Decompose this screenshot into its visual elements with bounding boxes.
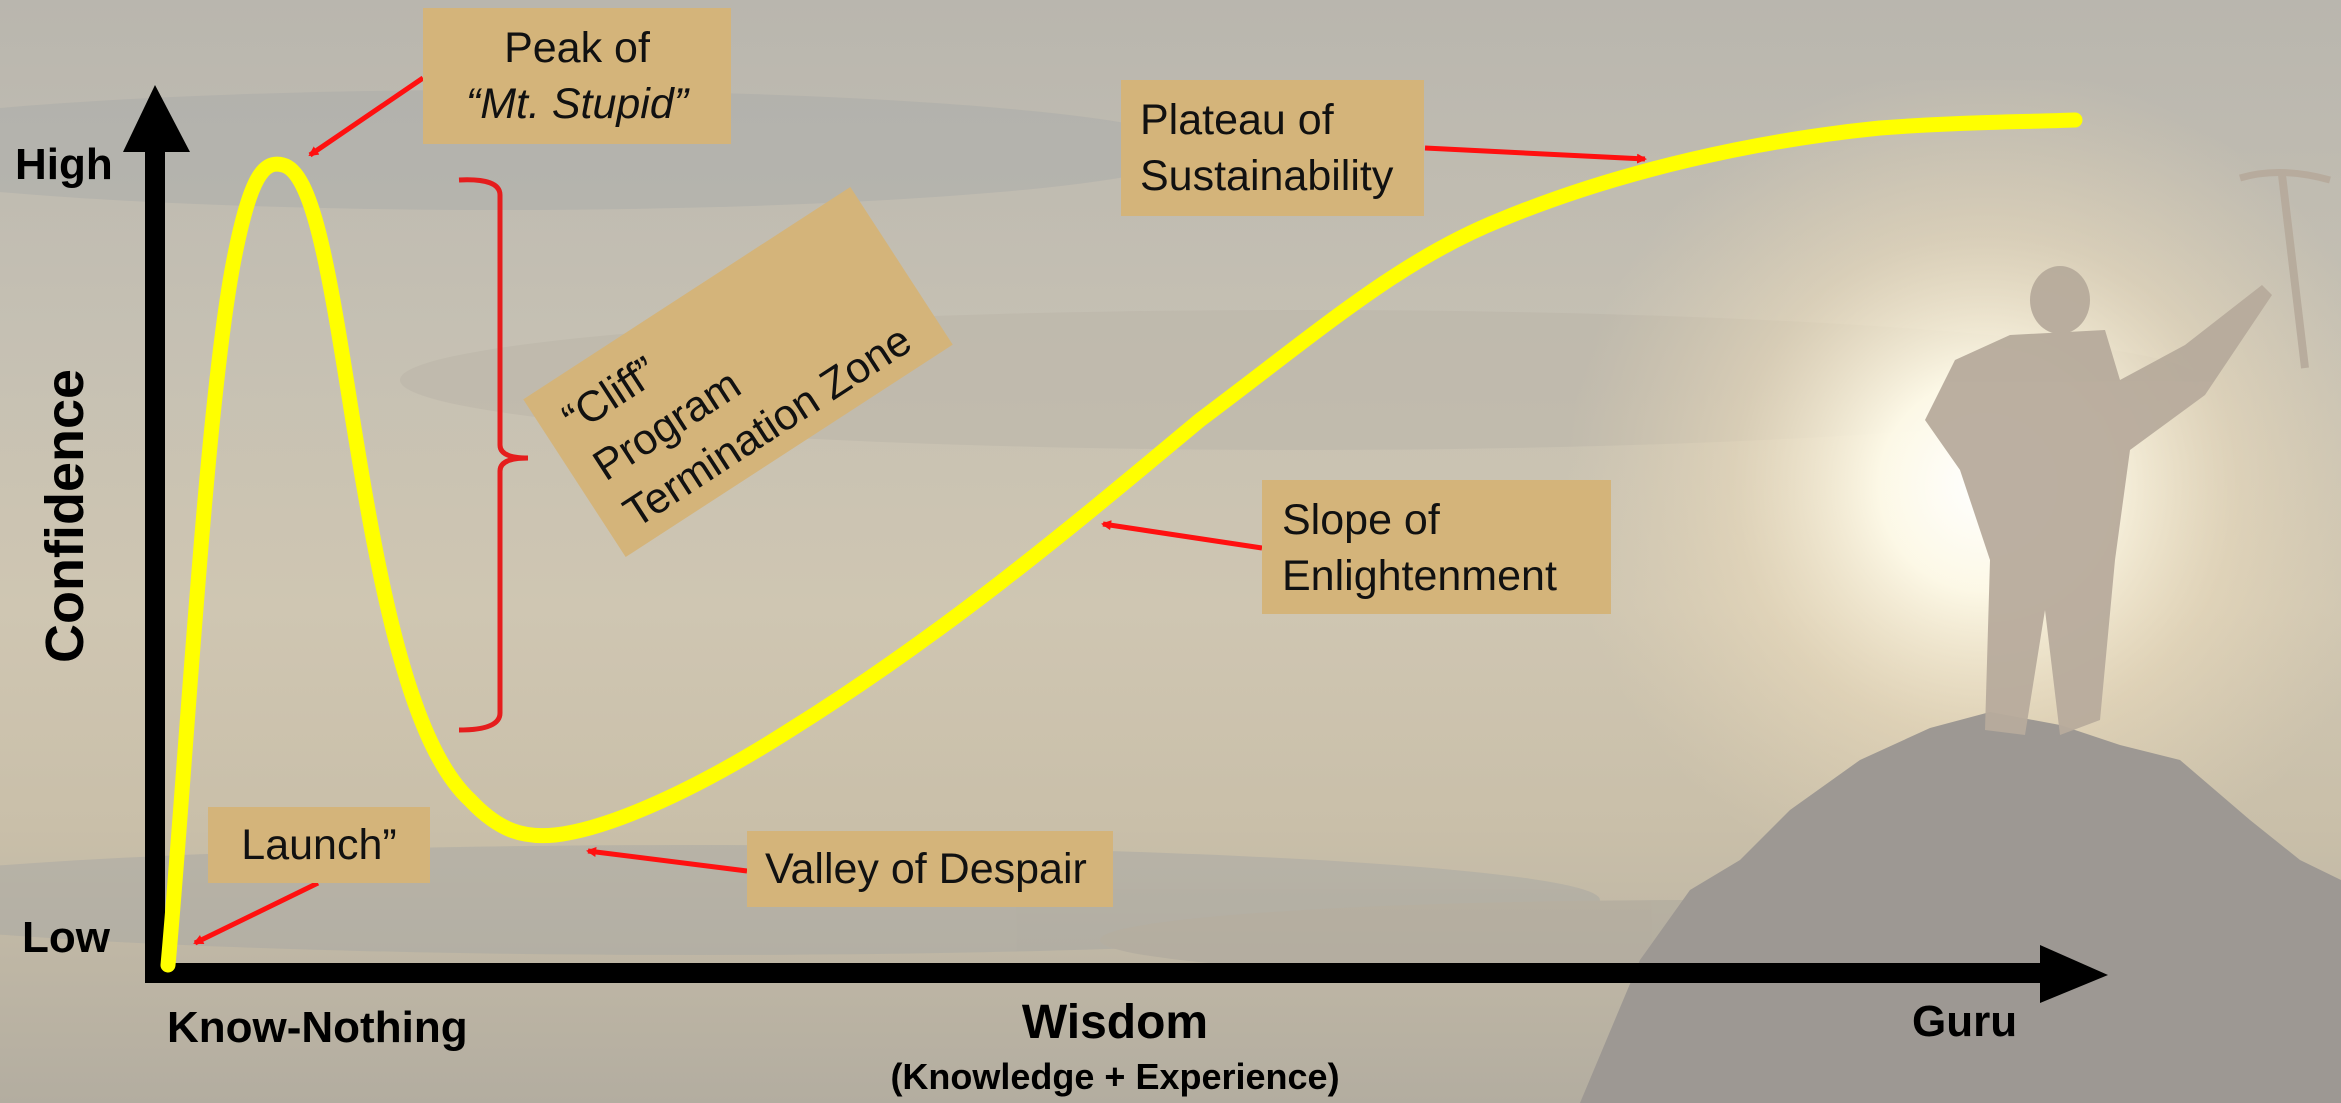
valley-callout: Valley of Despair	[747, 831, 1113, 907]
mountain-silhouette	[1580, 712, 2341, 1103]
y-axis-high-label: High	[15, 140, 113, 189]
peak-arrow	[308, 75, 425, 158]
callout-arrows	[193, 75, 1647, 946]
x-axis-subtitle: (Knowledge + Experience)	[890, 1056, 1340, 1097]
plateau-arrow	[1424, 145, 1647, 164]
peak-callout-line2: “Mt. Stupid”	[465, 80, 689, 128]
launch-callout: Launch”	[208, 807, 430, 883]
plateau-callout-line1: Plateau of	[1140, 96, 1334, 144]
plateau-callout-line2: Sustainability	[1140, 152, 1394, 200]
axes	[123, 85, 2108, 1003]
y-axis-title: Confidence	[35, 368, 95, 663]
x-axis-left-label: Know-Nothing	[167, 1003, 468, 1052]
cliff-bracket	[458, 177, 529, 733]
climber-silhouette	[1925, 169, 2331, 735]
y-axis-arrowhead	[123, 85, 190, 152]
x-axis-right-label: Guru	[1912, 997, 2018, 1046]
y-axis-low-label: Low	[22, 913, 110, 962]
launch-arrow	[193, 880, 320, 946]
valley-callout-text: Valley of Despair	[765, 845, 1087, 893]
launch-callout-text: Launch”	[241, 821, 397, 869]
peak-callout: Peak of “Mt. Stupid”	[423, 8, 731, 144]
x-axis-arrowhead	[2040, 945, 2108, 1003]
valley-arrow	[586, 847, 748, 874]
x-axis-title: Wisdom	[1021, 996, 1209, 1049]
slope-callout-line1: Slope of	[1282, 496, 1440, 544]
slope-callout-line2: Enlightenment	[1282, 552, 1557, 600]
slope-callout: Slope of Enlightenment	[1262, 480, 1611, 614]
plateau-callout: Plateau of Sustainability	[1121, 80, 1424, 216]
peak-callout-line1: Peak of	[504, 24, 650, 72]
slope-arrow	[1101, 520, 1263, 551]
confidence-curve	[160, 112, 2083, 973]
